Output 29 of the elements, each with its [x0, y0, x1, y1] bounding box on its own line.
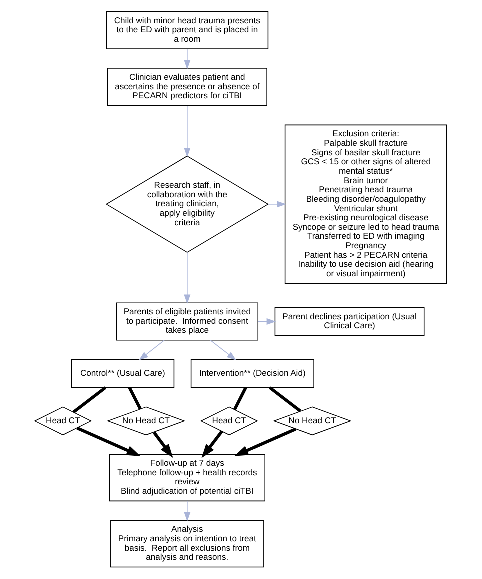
- arrow: [184, 252, 191, 304]
- arrow: [268, 201, 286, 208]
- arrow: [184, 500, 191, 522]
- node-diamond: Head CT: [200, 406, 258, 436]
- connector: [128, 387, 142, 410]
- arrow: [184, 106, 191, 158]
- node-box: Analysis Primary analysis on intention to treat basis. Report all exclusions from analysis and reasons.: [110, 520, 264, 568]
- arrow: [152, 432, 174, 458]
- node-box: Control** (Usual Care): [71, 359, 175, 388]
- node-box: Parents of eligible patients invited to participate. Informed consent takes place: [116, 302, 258, 341]
- arrow: [138, 340, 165, 360]
- node-diamond: No Head CT: [106, 406, 186, 436]
- node-box: Follow-up at 7 days Telephone follow-up + health records review Blind adjudication of potential ciTBI: [109, 454, 266, 502]
- node-diamond: Head CT: [34, 406, 92, 436]
- arrow: [184, 48, 191, 70]
- node-box: Intervention** (Decision Aid): [190, 359, 314, 388]
- node-box: Child with minor head trauma presents to the ED with parent and is placed in a room: [106, 11, 269, 50]
- node-diamond: Research staff, in collaboration with the treating clinician, apply eligibility criteria: [106, 156, 269, 254]
- connector: [233, 387, 248, 410]
- arrow: [210, 340, 236, 360]
- node-box: Exclusion criteria: Palpable skull fracture Signs of basilar skull fracture GCS < 15 or other signs of altered mental status* Brain tumor Penetrating head trauma Bleeding disorder/coagulopathy Ventricular shunt Pre-existing neurological disease Syncope or seizure led to head trauma Transferred to ED with imaging Pregnancy Patient has > 2 PECARN criteria Inability to use decision aid (hearing or visual impairment): [284, 124, 448, 284]
- arrow: [76, 426, 141, 456]
- node-box: Clinician evaluates patient and ascertains the presence or absence of PECARN predictors for ciTBI: [107, 68, 268, 106]
- arrow: [234, 428, 297, 456]
- node-diamond: No Head CT: [273, 406, 352, 436]
- arrow: [202, 430, 224, 458]
- connector: [269, 386, 302, 412]
- connector: [72, 386, 107, 414]
- node-box: Parent declines participation (Usual Clinical Care): [274, 307, 425, 336]
